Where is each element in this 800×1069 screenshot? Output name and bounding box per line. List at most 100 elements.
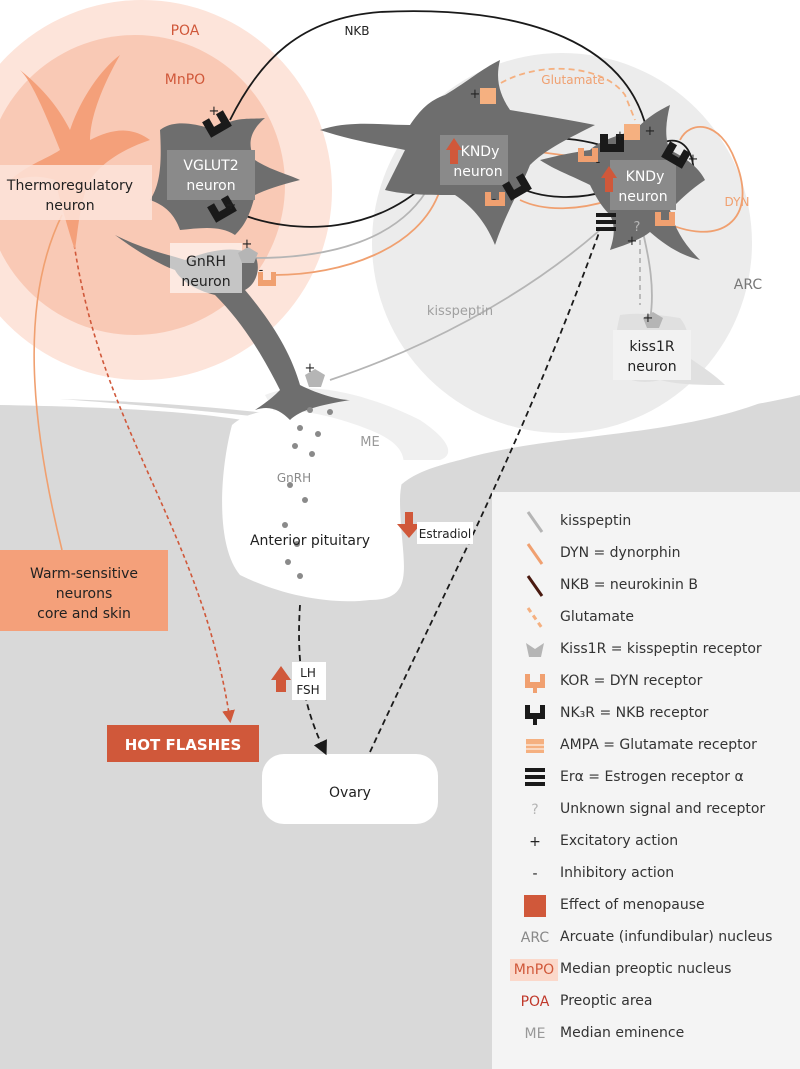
er-alpha-receptor-icon <box>510 762 560 794</box>
legend-text: Excitatory action <box>560 833 679 849</box>
vglut2-label-box <box>167 150 255 200</box>
warm-sensitive-box <box>0 550 168 631</box>
gnrh-release-dots <box>282 407 333 579</box>
kiss1r-receptor-gnrh <box>238 247 258 263</box>
excitatory-mark-vglut2-top: + <box>209 104 220 119</box>
ovary-label: Ovary <box>329 785 371 801</box>
nk3r-receptor-vglut2-top <box>202 110 232 138</box>
legend-text: NKB = neurokinin B <box>560 577 698 593</box>
legend-row: Effect of menopause <box>492 890 800 922</box>
pituitary-to-ovary-arrow <box>298 604 327 756</box>
legend-row: NK₃R = NKB receptor <box>492 698 800 730</box>
legend-row: ? Unknown signal and receptor <box>492 794 800 826</box>
legend-text: NK₃R = NKB receptor <box>560 705 709 721</box>
legend-text: Unknown signal and receptor <box>560 801 766 817</box>
legend-text: Kiss1R = kisspeptin receptor <box>560 641 762 657</box>
me-label: ME <box>360 435 379 450</box>
kor-receptor-gnrh <box>258 272 276 286</box>
thermo-neuron-label-2: neuron <box>45 198 94 214</box>
ampa-receptor-kndy2 <box>624 124 640 140</box>
gnrh-neuron-shape <box>115 235 350 420</box>
dyn-signal-label: DYN <box>725 195 750 209</box>
kisspeptin-signal-label: kisspeptin <box>427 304 493 319</box>
legend-row: NKB = neurokinin B <box>492 570 800 602</box>
legend-row: AMPA = Glutamate receptor <box>492 730 800 762</box>
anterior-pituitary-label: Anterior pituitary <box>250 533 370 549</box>
arc-label: ARC <box>734 277 763 293</box>
ampa-receptor-kndy1 <box>480 88 496 104</box>
legend-text: Preoptic area <box>560 993 653 1009</box>
neurokinin-line-icon <box>510 570 560 602</box>
menopause-down-arrow-estradiol <box>397 512 421 538</box>
legend-text: Median eminence <box>560 1025 685 1041</box>
me-abbrev: ME <box>524 1026 546 1042</box>
legend-row: ARC Arcuate (infundibular) nucleus <box>492 922 800 954</box>
poa-label: POA <box>171 23 200 39</box>
kor-receptor-kndy1 <box>485 192 505 206</box>
menopause-up-arrow-kndy2 <box>601 166 617 192</box>
excitatory-mark-gnrh-axon: + <box>305 361 316 376</box>
inhibitory-mark-kndy1: - <box>492 192 497 207</box>
kndy1-neuron-label-1: KNDy <box>461 144 500 160</box>
legend-text: Median preoptic nucleus <box>560 961 732 977</box>
nk3r-receptor-kndy2-left <box>600 134 624 152</box>
dyn-loop-kndy2 <box>659 125 744 233</box>
thermoregulatory-neuron-shape <box>5 55 150 250</box>
kor-receptor-icon <box>510 666 560 698</box>
inhibitory-mark-gnrh: - <box>259 263 264 278</box>
legend-text: Erα = Estrogen receptor α <box>560 769 744 785</box>
hot-flashes-label: HOT FLASHES <box>125 736 242 754</box>
warm-sensitive-line <box>33 214 63 551</box>
legend-text: Glutamate <box>560 609 634 625</box>
er-alpha-receptor-kndy2 <box>596 213 616 231</box>
vglut2-neuron-label-2: neuron <box>186 178 235 194</box>
inhibitory-mark-kndy2: - <box>596 155 601 170</box>
excitatory-mark-kndy2-ampa: + <box>645 124 656 139</box>
inhibitory-icon: - <box>532 866 538 882</box>
legend-text: AMPA = Glutamate receptor <box>560 737 757 753</box>
mnpo-label: MnPO <box>165 72 205 88</box>
kndy2-neuron-label-1: KNDy <box>626 169 665 185</box>
legend-row: + Excitatory action <box>492 826 800 858</box>
kiss1r-neuron-label-2: neuron <box>627 359 676 375</box>
hot-flashes-box <box>107 725 259 762</box>
excitatory-mark-kndy1-ampa: + <box>470 87 481 102</box>
ovary-to-kndy-estradiol-line <box>369 229 601 753</box>
legend-row: POA Preoptic area <box>492 986 800 1018</box>
kor-receptor-kndy2-left <box>578 148 598 162</box>
ovary-box <box>262 754 438 824</box>
poa-abbrev: POA <box>520 994 550 1010</box>
anterior-pituitary-region <box>222 410 404 602</box>
lh-signal-label: LH <box>300 666 316 680</box>
kndy2-label-box <box>610 160 676 210</box>
excitatory-mark-unknown: + <box>627 234 638 249</box>
glutamate-line-icon <box>510 602 560 634</box>
menopause-up-arrow-kndy1 <box>446 138 462 164</box>
dynorphin-line-icon <box>510 538 560 570</box>
kor-receptor-kndy2-right <box>655 212 675 226</box>
excitatory-mark-kndy2-left: + <box>615 129 626 144</box>
excitatory-icon: + <box>529 834 541 850</box>
legend-row: Glutamate <box>492 602 800 634</box>
gnrh-label-box <box>170 243 242 293</box>
mnpo-abbrev: MnPO <box>510 959 558 981</box>
lh-fsh-label-box <box>292 662 326 700</box>
nkb-signal-label: NKB <box>344 24 369 38</box>
legend-text: Arcuate (infundibular) nucleus <box>560 929 773 945</box>
nk3r-receptor-kndy1 <box>502 173 532 201</box>
unknown-signal-label: ? <box>634 220 641 235</box>
unknown-signal-icon: ? <box>531 802 539 818</box>
estradiol-label-box <box>417 522 473 544</box>
excitatory-mark-kiss1r: + <box>643 311 654 326</box>
nkb-line-kndy-to-vglut2 <box>229 10 651 151</box>
kisspeptin-line-icon <box>510 506 560 538</box>
glutamate-dashed-line <box>484 67 636 121</box>
warm-sensitive-label-2: neurons <box>56 586 113 602</box>
nkb-line-kndy-to-vglut2-lower <box>229 179 431 228</box>
arc-abbrev: ARC <box>520 930 550 946</box>
warm-sensitive-label-3: core and skin <box>37 606 131 622</box>
estradiol-signal-label: Estradiol <box>419 527 471 541</box>
kiss1r-label-box <box>613 330 691 380</box>
kiss1r-neuron-label-1: kiss1R <box>629 339 674 355</box>
nk3r-receptor-kndy2-right <box>661 141 691 169</box>
